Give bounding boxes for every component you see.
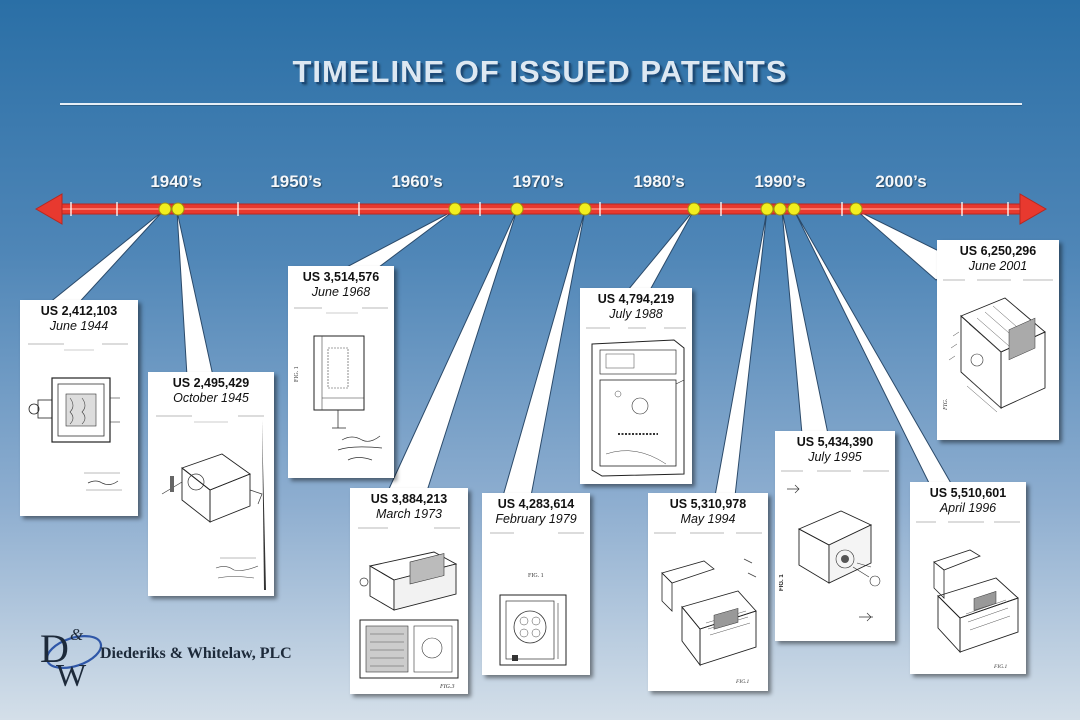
patent-date: June 1944	[49, 319, 109, 333]
patent-date: April 1996	[939, 501, 997, 515]
patent-number: US 5,434,390	[796, 435, 874, 449]
decade-label-1940s: 1940’s	[150, 172, 202, 191]
patent-drawing: FIG.1	[654, 532, 762, 685]
svg-text:FIG.1: FIG.1	[993, 664, 1008, 670]
patent-date: June 2001	[968, 259, 1028, 273]
patent-number: US 2,495,429	[172, 376, 250, 390]
patent-drawing: FIG.1	[916, 521, 1020, 670]
patent-date: March 1973	[375, 507, 442, 521]
marker-1995	[773, 202, 787, 216]
svg-text:FIG.3: FIG.3	[439, 684, 455, 690]
patent-drawing: FIG.	[943, 279, 1053, 413]
patent-number: US 2,412,103	[40, 304, 118, 318]
svg-text:FIG. 1: FIG. 1	[294, 366, 300, 382]
marker-2001	[849, 202, 863, 216]
patent-card-1968: US 3,514,576 June 1968 FIG. 1	[288, 266, 394, 478]
decade-label-1950s: 1950’s	[270, 172, 322, 191]
patent-date: May 1994	[680, 512, 736, 526]
svg-text:FIG.: FIG.	[943, 399, 949, 412]
patent-drawing	[28, 343, 128, 491]
patent-card-1988: US 4,794,219 July 1988	[580, 288, 692, 484]
patent-card-1973: US 3,884,213 March 1973 FIG.3	[350, 488, 468, 694]
svg-text:D: D	[40, 626, 69, 671]
marker-1968	[448, 202, 462, 216]
marker-1973	[510, 202, 524, 216]
patent-card-1996: US 5,510,601 April 1996 FIG.1	[910, 482, 1026, 674]
patent-date: July 1995	[808, 450, 862, 464]
marker-1988	[687, 202, 701, 216]
patent-number: US 6,250,296	[959, 244, 1037, 258]
patent-card-1944: US 2,412,103 June 1944	[20, 300, 138, 516]
patent-drawing	[586, 327, 686, 477]
marker-1945	[171, 202, 185, 216]
svg-text:FIG. 1: FIG. 1	[528, 573, 544, 579]
svg-text:W: W	[56, 657, 87, 690]
svg-text:FIG. 1: FIG. 1	[779, 574, 785, 591]
patent-number: US 3,884,213	[370, 492, 448, 506]
patent-card-1979: US 4,283,614 February 1979 FIG. 1	[482, 493, 590, 675]
patent-number: US 4,794,219	[597, 292, 675, 306]
patent-number: US 5,510,601	[929, 486, 1007, 500]
decade-label-1990s: 1990’s	[754, 172, 806, 191]
patent-date: February 1979	[495, 512, 577, 526]
patent-card-1945: US 2,495,429 October 1945	[148, 372, 274, 596]
patent-drawing: FIG. 1	[294, 307, 388, 461]
marker-1996	[787, 202, 801, 216]
patent-date: July 1988	[609, 307, 663, 321]
patent-number: US 3,514,576	[302, 270, 380, 284]
patent-card-1995: US 5,434,390 July 1995 FIG. 1	[775, 431, 895, 641]
patent-card-1994: US 5,310,978 May 1994 FIG.1	[648, 493, 768, 691]
decade-label-1960s: 1960’s	[391, 172, 443, 191]
firm-logo: D & W	[40, 625, 103, 690]
patent-drawing: FIG. 1	[779, 470, 889, 622]
marker-1979	[578, 202, 592, 216]
patent-number: US 4,283,614	[497, 497, 575, 511]
decade-label-1980s: 1980’s	[633, 172, 685, 191]
patent-drawing: FIG. 1	[490, 532, 584, 666]
marker-1944	[158, 202, 172, 216]
patent-card-2001: US 6,250,296 June 2001 FIG.	[937, 240, 1059, 440]
page-title: TIMELINE OF ISSUED PATENTS	[292, 54, 788, 89]
left-arrowhead	[34, 193, 63, 225]
patent-number: US 5,310,978	[669, 497, 747, 511]
patent-date: June 1968	[311, 285, 371, 299]
patent-date: October 1945	[173, 391, 249, 405]
patent-drawing	[156, 415, 266, 590]
patent-drawing: FIG.3	[358, 527, 460, 690]
marker-1994	[760, 202, 774, 216]
title-divider	[60, 103, 1022, 105]
svg-text:&: &	[70, 625, 84, 644]
firm-name: Diederiks & Whitelaw, PLC	[100, 645, 292, 662]
right-arrowhead	[1019, 193, 1048, 225]
decade-label-2000s: 2000’s	[875, 172, 927, 191]
svg-text:FIG.1: FIG.1	[735, 679, 750, 685]
decade-label-1970s: 1970’s	[512, 172, 564, 191]
